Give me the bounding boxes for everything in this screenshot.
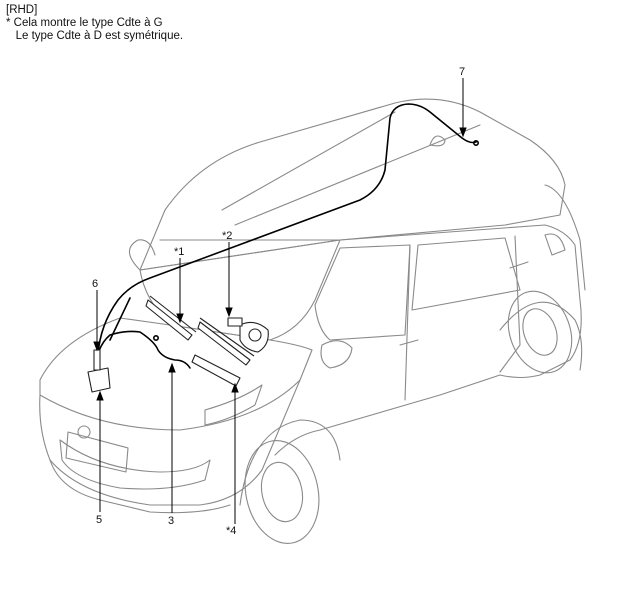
arrow-3: [168, 362, 176, 373]
a-pillar-left: [128, 239, 156, 271]
harness-wiper-branch: [109, 297, 131, 341]
front-connector: [153, 334, 160, 341]
callout-3: 3: [168, 515, 175, 527]
harness-front-branch: [94, 330, 191, 389]
rear-wiper-connector: [472, 140, 479, 147]
washer-reservoir: [87, 367, 111, 393]
harness-main-run: [97, 103, 477, 356]
callout-6: 6: [92, 278, 99, 290]
washer-pump: [93, 349, 101, 371]
callout-7: 7: [459, 66, 466, 78]
callout-2: *2: [222, 230, 233, 242]
car-roof: [139, 98, 566, 271]
rear-wheel-hub: [522, 308, 558, 356]
hood: [39, 317, 313, 431]
callout-4: *4: [226, 525, 237, 537]
rear-lamp: [544, 233, 566, 256]
front-wheel-hub: [260, 461, 304, 523]
note-left-hand-drive: * Cela montre le type Cdte à G: [6, 17, 163, 29]
arrow-5: [96, 390, 104, 401]
license-plate: [65, 431, 129, 473]
door-lines: [404, 235, 521, 401]
note-symmetric: Le type Cdte à D est symétrique.: [6, 30, 184, 42]
front-side-window: [314, 244, 411, 341]
roof-crease: [159, 111, 481, 241]
arrow-6: [93, 341, 101, 352]
side-body: [274, 224, 582, 456]
fog-light: [77, 425, 91, 439]
variant-label: [RHD]: [6, 4, 38, 16]
rear-side-window: [411, 237, 521, 311]
wiper-blade-right: [199, 317, 255, 357]
rear-wheel-arch: [499, 301, 583, 371]
leader-lines: [93, 78, 467, 524]
front-bumper: [49, 459, 231, 514]
headlight-right: [204, 384, 263, 426]
wiper-washer-harness: [94, 103, 479, 389]
door-handle-rear: [509, 261, 529, 269]
car-outline: [39, 98, 586, 544]
wiper-motor: [239, 321, 269, 353]
front-wheel: [244, 440, 320, 544]
roof-antenna: [429, 135, 446, 147]
components: [87, 295, 269, 393]
arrow-7: [459, 127, 467, 138]
front-wheel-arch: [239, 419, 341, 506]
wiper-motor-gear: [248, 328, 262, 342]
door-handle-front: [399, 339, 419, 346]
arrow-2: [225, 307, 233, 318]
wiper-blade-left: [149, 295, 197, 333]
callout-5: 5: [96, 514, 103, 526]
side-mirror: [320, 340, 353, 369]
rear-tail: [544, 184, 586, 291]
arrow-4: [231, 382, 239, 393]
wiper-arm-left: [145, 299, 193, 341]
diagram-header: [RHD] * Cela montre le type Cdte à G Le …: [6, 4, 183, 43]
callout-1: *1: [174, 246, 185, 258]
wiper-linkage: [191, 354, 241, 387]
linkage-bracket: [227, 317, 243, 327]
grille: [59, 439, 211, 490]
arrow-1: [176, 313, 184, 324]
rear-wheel: [507, 290, 573, 374]
wiper-arm-right: [197, 321, 251, 366]
